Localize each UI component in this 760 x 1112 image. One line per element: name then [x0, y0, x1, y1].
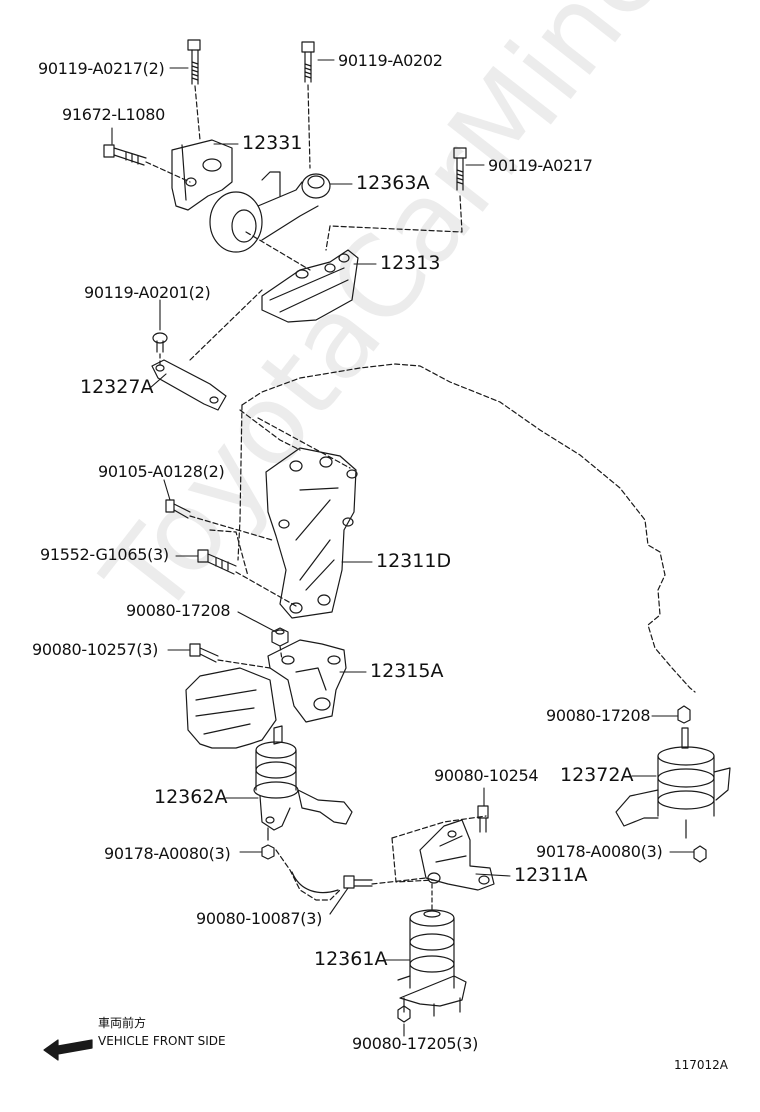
bracket-12313-drawing: [261, 249, 359, 323]
bracket-12315A-drawing: [267, 639, 347, 723]
mount-12362A-drawing: [253, 725, 353, 841]
label-90080-17208-left: 90080-17208: [126, 601, 231, 620]
engine-outline: [241, 363, 696, 693]
front-arrow-icon: [43, 1039, 93, 1061]
label-90178-A0080-3-right: 90178-A0080(3): [536, 842, 663, 861]
bolt-90080-10087-3-drawing: [343, 875, 373, 889]
nut-90080-17208-right-drawing: [677, 705, 691, 724]
transaxle-case-outline: [185, 667, 277, 749]
label-90080-17208-right: 90080-17208: [546, 706, 651, 725]
front-note-japanese: 車両前方: [98, 1016, 147, 1030]
figure-code: 117012A: [674, 1058, 729, 1072]
label-12362A: 12362A: [154, 786, 228, 808]
label-90080-17205-3: 90080-17205(3): [352, 1034, 479, 1053]
label-12331: 12331: [242, 132, 303, 154]
label-91672-L1080: 91672-L1080: [62, 105, 166, 124]
label-90080-10257-3: 90080-10257(3): [32, 640, 159, 659]
label-90178-A0080-3-left: 90178-A0080(3): [104, 844, 231, 863]
mount-12372A-drawing: [615, 727, 731, 839]
bolt-90119-A0201-2-drawing: [152, 332, 168, 353]
label-90080-10254: 90080-10254: [434, 766, 539, 785]
mount-12361A-drawing: [397, 909, 467, 1017]
stay-12327A-drawing: [151, 359, 227, 411]
bracket-12311D-drawing: [265, 447, 358, 619]
label-12372A: 12372A: [560, 764, 634, 786]
engine-outline-left: [237, 404, 243, 561]
label-12315A: 12315A: [370, 660, 444, 682]
label-90105-A0128-2: 90105-A0128(2): [98, 462, 225, 481]
label-12311A: 12311A: [514, 864, 588, 886]
label-12311D: 12311D: [376, 550, 452, 572]
label-12361A: 12361A: [314, 948, 388, 970]
label-12327A: 12327A: [80, 376, 154, 398]
torque-rod-12363A-drawing: [209, 171, 331, 253]
label-90119-A0217: 90119-A0217: [488, 156, 593, 175]
nut-90080-17205-3-drawing: [397, 1005, 411, 1023]
nut-90178-A0080-3-right-drawing: [693, 845, 707, 863]
bolt-90119-A0202-drawing: [301, 41, 315, 83]
label-90119-A0202: 90119-A0202: [338, 51, 443, 70]
bracket-12331-drawing: [171, 139, 233, 211]
label-90119-A0201-2: 90119-A0201(2): [84, 283, 211, 302]
bolt-90080-10257-3-drawing: [189, 643, 219, 663]
bolt-90119-A0217-drawing: [453, 147, 467, 191]
label-12363A: 12363A: [356, 172, 430, 194]
label-12313: 12313: [380, 252, 441, 274]
label-91552-G1065-3: 91552-G1065(3): [40, 545, 169, 564]
front-note-english: VEHICLE FRONT SIDE: [98, 1034, 226, 1048]
label-90119-A0217-2: 90119-A0217(2): [38, 59, 165, 78]
bracket-12311A-drawing: [419, 819, 495, 891]
bolt-91552-G1065-3-drawing: [197, 549, 237, 575]
label-90080-10087-3: 90080-10087(3): [196, 909, 323, 928]
bolt-91672-L1080-drawing: [103, 144, 147, 166]
bolt-90119-A0217-2-drawing: [187, 39, 201, 85]
bolt-90105-A0128-2-drawing: [165, 499, 191, 519]
nut-90178-A0080-3-left-drawing: [261, 844, 275, 860]
bolt-90080-10254-drawing: [477, 805, 489, 833]
leader-lines: [111, 59, 695, 1037]
